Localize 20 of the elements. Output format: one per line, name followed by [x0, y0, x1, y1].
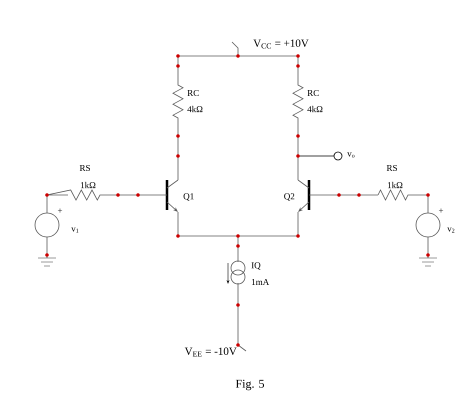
component-value: 1kΩ	[388, 182, 402, 188]
supply-label: V$_{CC}$ = +10V	[253, 40, 309, 49]
component-value: 1mA	[252, 279, 270, 285]
component-label: Q1	[184, 193, 194, 201]
component-value: 1kΩ	[80, 182, 96, 188]
polarity-sign: +	[438, 208, 444, 213]
component-label: IQ	[252, 262, 261, 270]
component-label: RS	[386, 164, 397, 172]
supply-label: V$_{EE}$ = -10V	[184, 348, 237, 356]
component-label: Q2	[284, 193, 294, 201]
component-value: 4kΩ	[307, 106, 322, 112]
polarity-sign: +	[58, 208, 62, 213]
component-value: 4kΩ	[187, 106, 202, 112]
component-label: RC	[307, 90, 319, 96]
component-label: RC	[187, 90, 199, 96]
figure-caption: Fig. 5	[236, 380, 264, 390]
terminal-label: v$_{o}$	[347, 152, 354, 158]
source-label: v$_{2}$	[447, 227, 454, 233]
component-label: RS	[80, 164, 90, 172]
source-label: v$_{1}$	[71, 227, 78, 233]
